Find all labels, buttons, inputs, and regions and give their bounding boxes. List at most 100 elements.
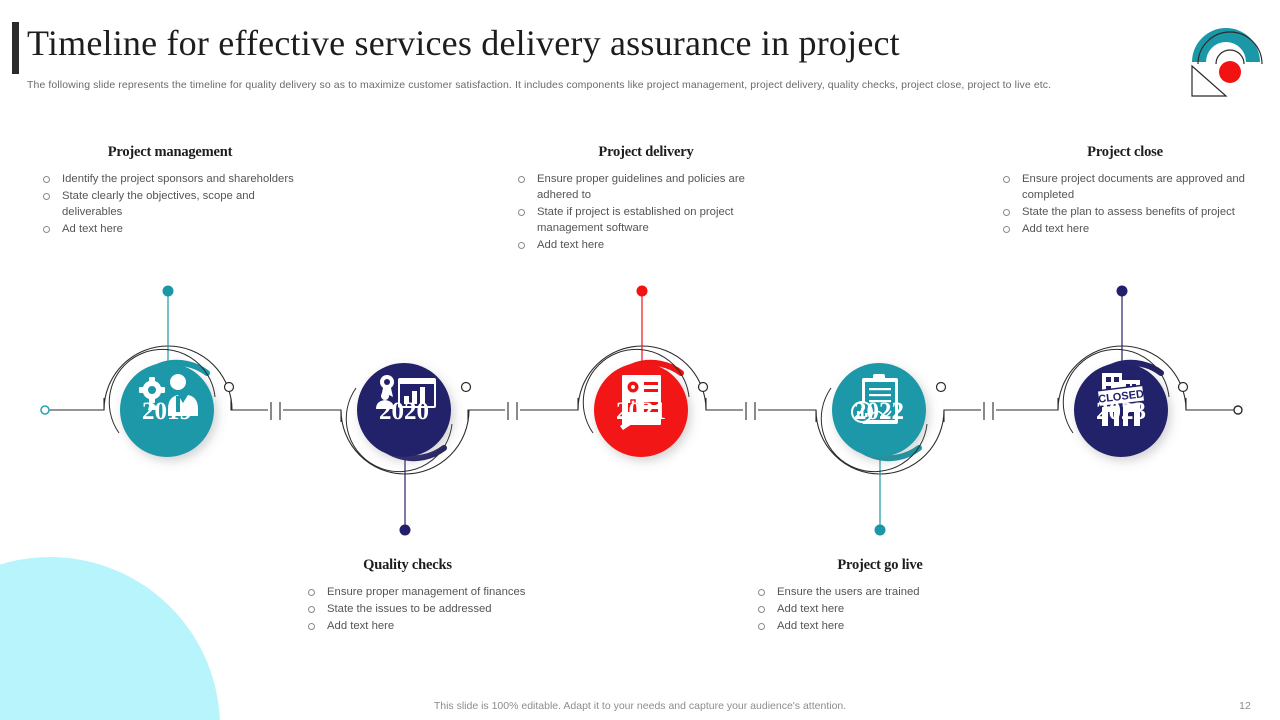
bullet-marker-icon xyxy=(308,623,315,630)
bullet-text: State the issues to be addressed xyxy=(327,603,492,615)
bullet-marker-icon xyxy=(308,606,315,613)
page-number: 12 xyxy=(1239,700,1251,712)
milestone-bullet-list: Ensure the users are trained Add text he… xyxy=(755,584,1005,634)
bullet-marker-icon xyxy=(758,589,765,596)
bullet-marker-icon xyxy=(758,623,765,630)
clipboard-report-icon xyxy=(851,374,898,424)
bullet-marker-icon xyxy=(308,589,315,596)
connector-20-in xyxy=(283,409,342,422)
bullet-marker-icon xyxy=(758,606,765,613)
connector-21-out xyxy=(705,398,743,411)
timeline-graphic: 2019 20 xyxy=(40,285,1243,536)
list-item: Ad text here xyxy=(40,221,300,237)
node-year-label: 2020 xyxy=(379,398,429,425)
closed-building-icon: CLOSED xyxy=(1096,373,1146,426)
node-stem-dot xyxy=(1116,285,1128,297)
bullet-text: State if project is established on proje… xyxy=(537,206,734,234)
bullet-marker-icon xyxy=(518,242,525,249)
title-accent-bar xyxy=(12,22,19,74)
milestone-node-2022[interactable]: 2022 xyxy=(815,363,947,536)
manager-gear-icon xyxy=(139,374,198,416)
list-item: State if project is established on proje… xyxy=(515,204,777,236)
connector-right-tail xyxy=(1185,398,1234,411)
connector-19-out xyxy=(230,398,268,411)
milestone-heading: Project delivery xyxy=(598,144,694,160)
bullet-marker-icon xyxy=(1003,226,1010,233)
milestone-bullet-list: Ensure proper management of finances Sta… xyxy=(280,584,535,634)
list-item: Ensure the users are trained xyxy=(755,584,1005,600)
node-ring-marker xyxy=(1177,381,1189,393)
connector-22-in xyxy=(758,409,817,422)
node-inner-ring xyxy=(582,348,690,434)
company-logo xyxy=(1191,28,1263,97)
node-year-label: 2019 xyxy=(142,398,192,425)
node-ring-marker xyxy=(935,381,947,393)
node-inner-ring xyxy=(345,387,453,473)
bullet-marker-icon xyxy=(43,226,50,233)
logo-inner-arc xyxy=(1215,49,1245,65)
list-item: State clearly the objectives, scope and … xyxy=(40,188,300,220)
milestone-heading: Project close xyxy=(1087,144,1163,160)
bullet-text: Ensure project documents are approved an… xyxy=(1022,173,1245,201)
bullet-text: Add text here xyxy=(327,620,395,632)
milestone-node-2023[interactable]: CLOSED 2023 xyxy=(1057,285,1189,458)
milestone-bullet-list: Ensure project documents are approved an… xyxy=(1000,171,1250,237)
page-subtitle: The following slide represents the timel… xyxy=(27,79,1052,91)
logo-triangle xyxy=(1191,64,1228,97)
list-item: Ensure proper management of finances xyxy=(305,584,535,600)
node-inner-ring xyxy=(820,387,928,473)
list-item: State the issues to be addressed xyxy=(305,601,535,617)
milestone-node-2021[interactable]: 2021 xyxy=(577,285,709,458)
list-item: Identify the project sponsors and shareh… xyxy=(40,171,300,187)
bullet-text: Ad text here xyxy=(62,223,123,235)
node-inner-ring xyxy=(108,348,216,434)
list-item: Ensure project documents are approved an… xyxy=(1000,171,1250,203)
bullet-text: Ensure proper management of finances xyxy=(327,586,526,598)
node-year-label: 2021 xyxy=(616,398,666,425)
bullet-text: Identify the project sponsors and shareh… xyxy=(62,173,294,185)
node-stem-dot xyxy=(874,524,886,536)
milestone-bullet-list: Ensure proper guidelines and policies ar… xyxy=(515,171,777,253)
list-item: State the plan to assess benefits of pro… xyxy=(1000,204,1250,220)
node-inner-ring xyxy=(1062,348,1170,434)
milestone-bullet-list: Identify the project sponsors and shareh… xyxy=(40,171,300,237)
bullet-text: Ensure the users are trained xyxy=(777,586,920,598)
bullet-text: State the plan to assess benefits of pro… xyxy=(1022,206,1235,218)
node-disc xyxy=(1074,363,1168,457)
timeline-start-dot xyxy=(40,405,50,415)
milestone-heading: Project go live xyxy=(837,557,923,573)
milestone-text-2019: Project management Identify the project … xyxy=(40,144,300,238)
connector-20-out xyxy=(467,409,505,422)
logo-red-dot xyxy=(1219,61,1241,83)
bullet-marker-icon xyxy=(43,176,50,183)
list-item: Add text here xyxy=(1000,221,1250,237)
connector-22-out xyxy=(943,409,981,422)
milestone-text-2022: Project go live Ensure the users are tra… xyxy=(755,557,1005,635)
page-title: Timeline for effective services delivery… xyxy=(27,23,900,63)
bullet-text: Add text here xyxy=(537,239,605,251)
footer-note: This slide is 100% editable. Adapt it to… xyxy=(433,700,847,712)
milestone-text-2021: Project delivery Ensure proper guideline… xyxy=(515,144,777,254)
node-stem-dot xyxy=(399,524,411,536)
milestone-node-2019[interactable]: 2019 xyxy=(103,285,235,458)
node-ring-marker xyxy=(697,381,709,393)
node-ring-marker xyxy=(223,381,235,393)
bullet-marker-icon xyxy=(1003,176,1010,183)
list-item: Add text here xyxy=(305,618,535,634)
bullet-marker-icon xyxy=(43,193,50,200)
milestone-text-2023: Project close Ensure project documents a… xyxy=(1000,144,1250,238)
bullet-marker-icon xyxy=(518,176,525,183)
bullet-text: Add text here xyxy=(777,620,845,632)
milestone-heading: Quality checks xyxy=(363,557,452,573)
bullet-text: Add text here xyxy=(1022,223,1090,235)
node-ring-marker xyxy=(460,381,472,393)
node-year-label: 2022 xyxy=(854,398,904,425)
milestone-node-2020[interactable]: 2020 xyxy=(340,363,472,536)
connector-left-tail xyxy=(48,398,105,411)
milestone-heading: Project management xyxy=(107,144,233,160)
node-stem-dot xyxy=(636,285,648,297)
list-item: Add text here xyxy=(755,601,1005,617)
bullet-text: Add text here xyxy=(777,603,845,615)
list-item: Ensure proper guidelines and policies ar… xyxy=(515,171,777,203)
